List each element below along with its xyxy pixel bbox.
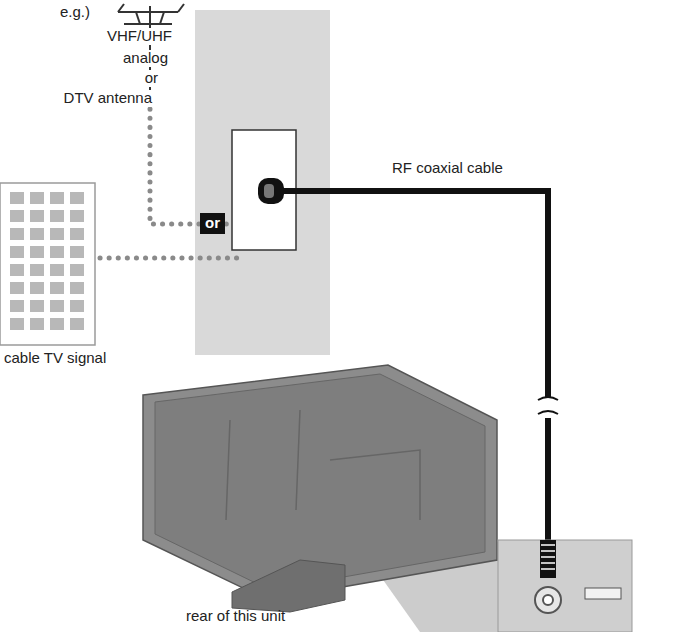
window bbox=[10, 282, 24, 294]
antenna-label: analog bbox=[121, 50, 170, 67]
window bbox=[50, 264, 64, 276]
cable-break bbox=[538, 397, 558, 414]
window bbox=[10, 264, 24, 276]
window bbox=[70, 246, 84, 258]
window bbox=[50, 300, 64, 312]
window bbox=[10, 210, 24, 222]
window bbox=[50, 228, 64, 240]
window bbox=[30, 246, 44, 258]
tv-stand bbox=[232, 560, 345, 612]
window bbox=[70, 264, 84, 276]
note-text: e.g.) bbox=[60, 4, 90, 21]
or-badge: or bbox=[200, 213, 225, 234]
window bbox=[50, 318, 64, 330]
antenna-label: DTV antenna bbox=[62, 90, 154, 107]
unit-label: rear of this unit bbox=[186, 608, 285, 625]
signal-line bbox=[100, 100, 240, 258]
window bbox=[30, 192, 44, 204]
wall-panel bbox=[195, 10, 330, 355]
badge-text: or bbox=[205, 215, 220, 232]
window bbox=[50, 246, 64, 258]
window bbox=[10, 246, 24, 258]
window bbox=[30, 282, 44, 294]
window bbox=[50, 192, 64, 204]
window bbox=[10, 300, 24, 312]
window bbox=[70, 228, 84, 240]
window bbox=[70, 282, 84, 294]
window bbox=[70, 192, 84, 204]
window bbox=[50, 210, 64, 222]
window bbox=[30, 210, 44, 222]
window bbox=[70, 210, 84, 222]
building-windows bbox=[10, 192, 84, 330]
signal-label: cable TV signal bbox=[4, 350, 106, 367]
window bbox=[70, 300, 84, 312]
window bbox=[30, 228, 44, 240]
window bbox=[50, 282, 64, 294]
window bbox=[10, 318, 24, 330]
window bbox=[30, 318, 44, 330]
terminal-inset bbox=[498, 540, 632, 632]
cable-label: RF coaxial cable bbox=[392, 160, 503, 177]
antenna-label: VHF/UHF bbox=[105, 28, 174, 45]
window bbox=[70, 318, 84, 330]
antenna-jack bbox=[535, 587, 561, 613]
window bbox=[10, 192, 24, 204]
window bbox=[30, 300, 44, 312]
port-slot bbox=[585, 588, 621, 599]
cable-plug bbox=[540, 540, 556, 578]
window bbox=[10, 228, 24, 240]
window bbox=[30, 264, 44, 276]
antenna-label: or bbox=[143, 70, 160, 87]
antenna bbox=[118, 4, 184, 95]
building bbox=[0, 183, 95, 345]
wall-connector bbox=[258, 178, 284, 204]
